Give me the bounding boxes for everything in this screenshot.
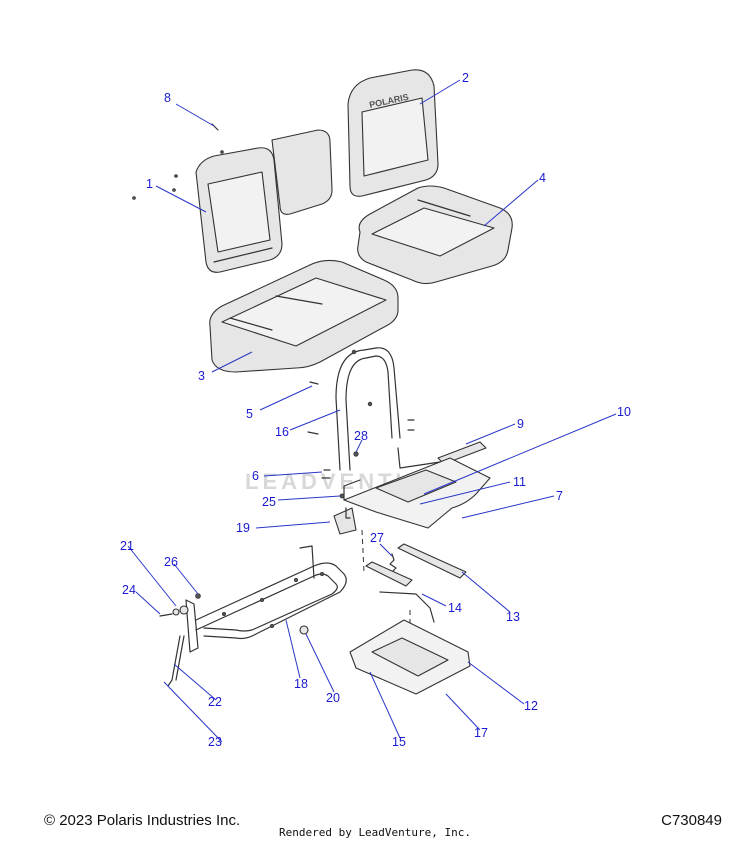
callout-23: 23 xyxy=(208,735,222,749)
callout-14: 14 xyxy=(448,601,462,615)
callout-12: 12 xyxy=(524,699,538,713)
mounting-plate xyxy=(349,619,471,695)
callout-5: 5 xyxy=(246,407,253,421)
callout-3: 3 xyxy=(198,369,205,383)
slide-rail xyxy=(397,543,467,579)
pivot-hardware xyxy=(159,593,201,617)
spring xyxy=(389,553,397,573)
callout-18: 18 xyxy=(294,677,308,691)
callout-17: 17 xyxy=(474,726,488,740)
callout-15: 15 xyxy=(392,735,406,749)
latch-parts xyxy=(333,493,357,535)
callout-labels: 8 1 2 4 3 5 16 28 9 10 6 11 7 25 19 27 2… xyxy=(120,71,631,749)
seat-back-left xyxy=(195,129,333,273)
callout-2: 2 xyxy=(462,71,469,85)
tubular-frame xyxy=(185,545,347,653)
callout-25: 25 xyxy=(262,495,276,509)
slide-rail-lower xyxy=(365,561,435,623)
diagram-id: C730849 xyxy=(661,812,722,829)
callout-21: 21 xyxy=(120,539,134,553)
callout-13: 13 xyxy=(506,610,520,624)
copyright-text: © 2023 Polaris Industries Inc. xyxy=(44,812,241,829)
bolts xyxy=(132,123,415,479)
callout-10: 10 xyxy=(617,405,631,419)
seat-cushion-center xyxy=(209,259,399,373)
callout-26: 26 xyxy=(164,555,178,569)
callout-7: 7 xyxy=(556,489,563,503)
callout-1: 1 xyxy=(146,177,153,191)
support-bar xyxy=(335,347,401,471)
seat-back-right: POLARIS xyxy=(347,69,439,197)
callout-19: 19 xyxy=(236,521,250,535)
seat-cushion-right xyxy=(357,185,513,285)
callout-24: 24 xyxy=(122,583,136,597)
callout-11: 11 xyxy=(513,475,526,489)
callout-leaders xyxy=(127,79,617,743)
callout-6: 6 xyxy=(252,469,259,483)
callout-4: 4 xyxy=(539,171,546,185)
alignment-line-1 xyxy=(361,529,365,573)
bumper xyxy=(299,625,309,635)
callout-20: 20 xyxy=(326,691,340,705)
gas-strut xyxy=(167,635,185,687)
callout-22: 22 xyxy=(208,695,222,709)
callout-27: 27 xyxy=(370,531,384,545)
callout-16: 16 xyxy=(275,425,289,439)
callout-8: 8 xyxy=(164,91,171,105)
callout-9: 9 xyxy=(517,417,524,431)
seat-base-frame xyxy=(343,447,491,529)
callout-28: 28 xyxy=(354,429,368,443)
rendered-by-text: Rendered by LeadVenture, Inc. xyxy=(278,826,472,839)
